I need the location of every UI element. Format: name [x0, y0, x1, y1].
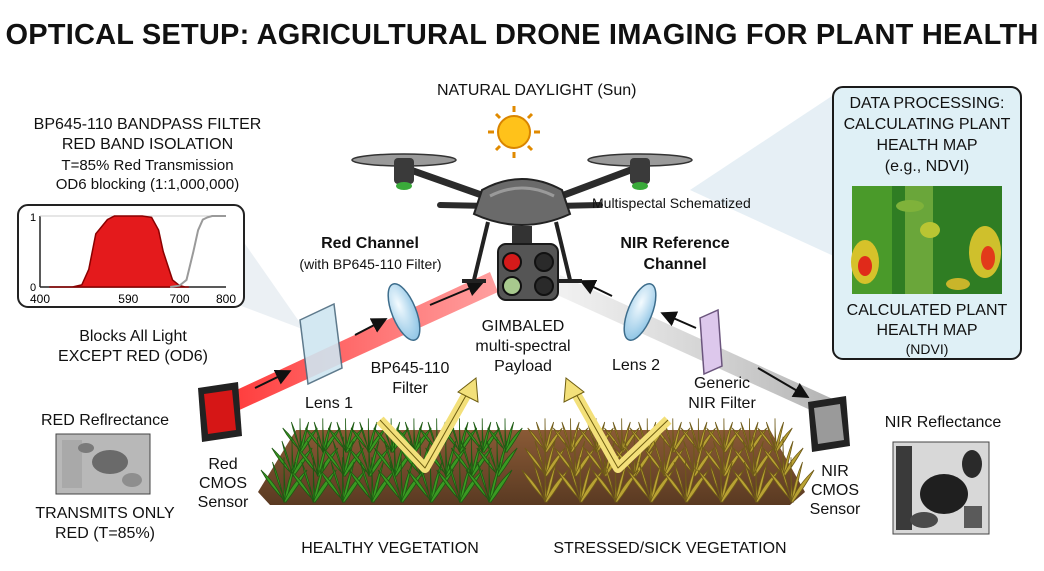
- arrow-filter-to-payload: [429, 281, 484, 306]
- nir-cmos-sensor-icon: [808, 396, 850, 452]
- red-cmos-sensor-icon: [198, 382, 242, 442]
- nir-channel-title-line1: NIR Reference: [620, 235, 730, 252]
- arrow-to-nir-sensor: [757, 367, 810, 399]
- y-tick-0: 0: [30, 282, 36, 294]
- filter-info-line3: T=85% Red Transmission: [61, 157, 234, 174]
- lens-2-label: Lens 2: [612, 357, 661, 374]
- red-sensor-label-line3: Sensor: [197, 494, 249, 511]
- red-reflectance-image: [55, 433, 151, 495]
- bp-filter-label-line1: BP645-110: [370, 360, 450, 377]
- red-sensor-label-line2: CMOS: [199, 475, 247, 492]
- x-tick-700: 700: [169, 292, 189, 306]
- data-processing-panel: [832, 86, 1022, 360]
- data-box-footer-line3: (NDVI): [905, 341, 949, 357]
- nir-light-beam: [555, 275, 835, 418]
- lens-2: [623, 283, 657, 341]
- blocks-note-line1: Blocks All Light: [79, 328, 187, 345]
- nir-sensor-label-line1: NIR: [821, 463, 849, 480]
- crop-plant: [762, 436, 804, 477]
- transmits-note-line2: RED (T=85%): [54, 525, 156, 542]
- lens-1-label: Lens 1: [305, 395, 354, 412]
- red-sensor-label-line1: Red: [208, 456, 238, 473]
- y-tick-1: 1: [30, 212, 36, 224]
- sun-label: NATURAL DAYLIGHT (Sun): [437, 82, 637, 99]
- data-box-footer-line1: CALCULATED PLANT: [846, 302, 1008, 319]
- crop-plant: [465, 457, 513, 503]
- sun-icon: [488, 106, 540, 158]
- nir-reflectance-label: NIR Reflectance: [884, 414, 1002, 431]
- data-box-heading-line3: HEALTH MAP: [876, 137, 978, 154]
- stressed-vegetation-label: STRESSED/SICK VEGETATION: [553, 540, 787, 557]
- transmits-note-line1: TRANSMITS ONLY: [35, 505, 175, 522]
- red-channel-title: Red Channel: [321, 235, 419, 252]
- multispectral-note: Multispectal Schematized: [592, 195, 751, 211]
- nir-reflectance-image: [892, 441, 990, 535]
- arrow-lens1-to-filter: [354, 318, 388, 336]
- page-title: OPTICAL SETUP: AGRICULTURAL DRONE IMAGIN…: [5, 19, 1039, 51]
- red-channel-subtitle: (with BP645-110 Filter): [299, 256, 442, 272]
- crop-plant: [348, 457, 396, 503]
- nir-filter-label-line1: Generic: [693, 375, 751, 392]
- reflection-arrowhead-healthy: [457, 377, 479, 403]
- crop-plant: [260, 457, 308, 503]
- data-callout-wedge: [690, 92, 838, 258]
- healthy-vegetation-label: HEALTHY VEGETATION: [301, 540, 479, 557]
- crop-plant: [524, 436, 566, 477]
- nir-filter-plate: [699, 308, 723, 376]
- cutoff-curve: [170, 215, 226, 288]
- transmission-chart: 1 0 400 590 700 800: [17, 204, 245, 308]
- filter-info-line2: RED BAND ISOLATION: [61, 136, 234, 153]
- x-tick-800: 800: [216, 292, 236, 306]
- blocks-note-line2: EXCEPT RED (OD6): [58, 348, 208, 365]
- nir-sensor-label-line2: CMOS: [811, 482, 859, 499]
- crop-plant: [767, 457, 815, 503]
- bp645-filter-lens: [387, 283, 421, 341]
- arrow-nirfilter-to-lens2: [660, 311, 697, 329]
- crop-plant: [322, 436, 364, 477]
- reflection-arrow-stressed-outline: [574, 391, 669, 469]
- data-box-heading-line4: (e.g., NDVI): [884, 158, 970, 175]
- crop-plant: [436, 457, 484, 503]
- crop-plant: [450, 436, 492, 477]
- nir-sensor-label-line3: Sensor: [809, 501, 861, 518]
- reflection-arrow-healthy-outline: [379, 391, 469, 469]
- x-tick-590: 590: [118, 292, 138, 306]
- nir-channel-title-line2: Channel: [643, 256, 707, 273]
- bp-filter-label-line2: Filter: [392, 380, 428, 397]
- payload-label-line3: Payload: [494, 358, 552, 375]
- nir-filter-label-line2: NIR Filter: [688, 395, 756, 412]
- arrow-lens2-to-payload: [579, 280, 613, 297]
- crop-plant: [757, 418, 793, 453]
- reflection-arrowhead-stressed: [563, 377, 585, 403]
- data-box-heading-line1: DATA PROCESSING:: [849, 95, 1005, 112]
- payload-label-line2: multi-spectral: [475, 338, 571, 355]
- payload-label-line1: GIMBALED: [481, 318, 565, 335]
- data-box-heading-line2: CALCULATING PLANT: [843, 116, 1011, 133]
- data-box-footer-line2: HEALTH MAP: [876, 322, 978, 339]
- passband-curve: [49, 215, 189, 288]
- red-reflectance-label: RED Reflrectance: [40, 412, 170, 429]
- filter-info-line4: OD6 blocking (1:1,000,000): [55, 176, 240, 193]
- crop-plant: [305, 418, 341, 453]
- lens-1-plate: [299, 302, 343, 386]
- crop-plant: [396, 418, 432, 453]
- filter-info-line1: BP645-110 BANDPASS FILTER: [33, 116, 262, 133]
- drone-icon: [351, 153, 693, 301]
- x-tick-400: 400: [30, 292, 50, 306]
- arrow-sensor-to-lens1: [254, 370, 292, 389]
- crop-plant: [521, 457, 569, 503]
